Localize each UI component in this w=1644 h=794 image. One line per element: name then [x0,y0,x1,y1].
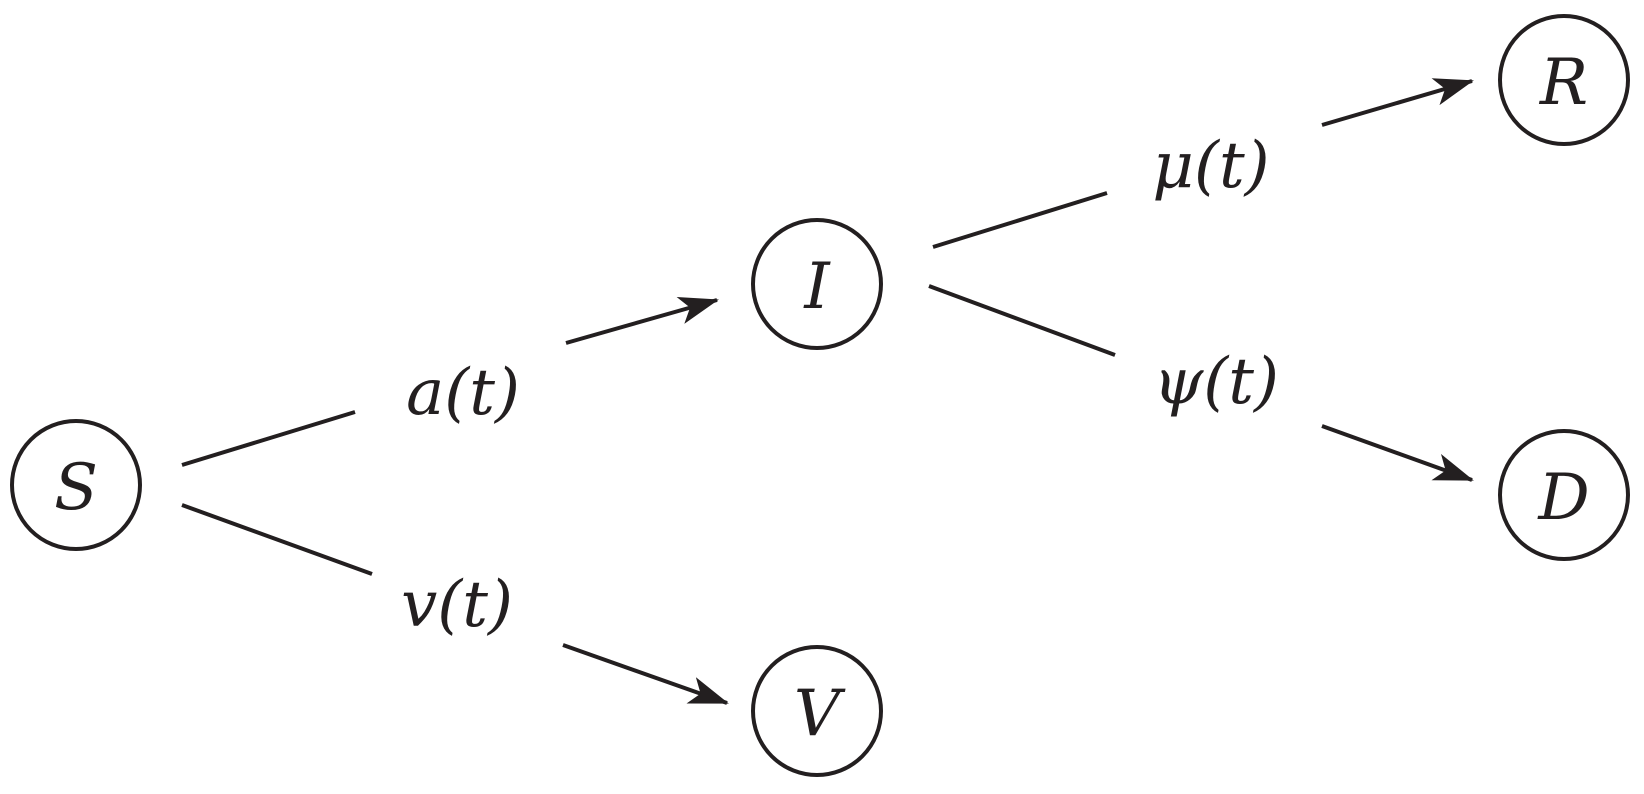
edge-i-to-label-psi [928,284,1116,357]
edge-label-v-to-v-arrow [562,643,729,705]
rate-label-infection: a(t) [406,356,520,430]
node-i: I [751,218,883,350]
edge-s-to-label-v [181,503,373,576]
node-v-label: V [794,677,846,751]
edge-label-psi-to-d-arrow [1321,424,1474,482]
node-r-label: R [1539,46,1588,120]
node-v: V [751,645,883,777]
edge-label-a-to-i-arrow [565,296,719,345]
node-r: R [1498,14,1630,146]
edge-i-to-label-mu [932,191,1108,249]
edge-s-to-label-a [181,410,356,467]
rate-label-recovery: μ(t) [1152,129,1269,203]
node-d-label: D [1537,461,1589,535]
rate-label-death: ψ(t) [1153,345,1279,419]
edge-label-mu-to-r-arrow [1321,78,1474,127]
node-i-label: I [803,250,831,324]
rate-label-vaccination: v(t) [401,568,513,642]
node-d: D [1498,429,1630,561]
node-s-label: S [54,451,98,525]
node-s: S [10,419,142,551]
